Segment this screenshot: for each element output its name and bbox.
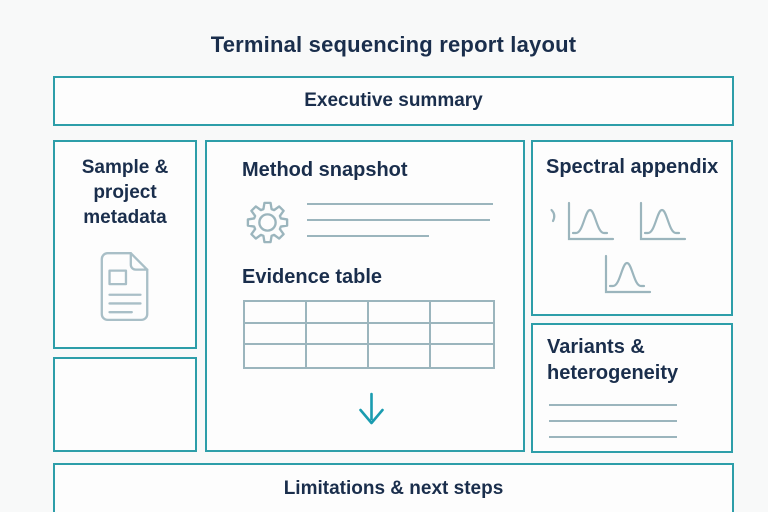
method-evidence-box: Method snapshot Evidence table [205, 140, 525, 452]
table-cell [307, 323, 369, 346]
gear-icon [246, 201, 289, 244]
table-cell [307, 345, 369, 367]
table-cell [369, 323, 431, 346]
method-placeholder-lines [307, 203, 493, 251]
evidence-table-heading: Evidence table [242, 266, 383, 288]
evidence-table-grid [243, 300, 495, 369]
table-cell [369, 345, 431, 367]
placeholder-line [307, 203, 493, 205]
table-cell [431, 345, 493, 367]
limitations-label: Limitations & next steps [283, 478, 504, 499]
executive-summary-label: Executive summary [304, 90, 483, 111]
placeholder-line [549, 436, 677, 438]
page-title: Terminal sequencing report layout [210, 32, 577, 57]
spectral-appendix-box: Spectral appendix [531, 140, 733, 316]
table-cell [369, 302, 431, 324]
spectral-appendix-label: Spectral appendix [546, 156, 719, 178]
sample-metadata-box: Sample & project metadata [53, 140, 197, 349]
placeholder-line [307, 219, 490, 221]
sample-metadata-label: Sample & project metadata [81, 157, 169, 228]
stray-tick-mark [550, 208, 556, 223]
executive-summary-box: Executive summary [53, 76, 734, 126]
empty-placeholder-box [53, 357, 197, 452]
table-cell [245, 323, 307, 346]
table-cell [245, 345, 307, 367]
variants-heterogeneity-box: Variants & heterogeneity [531, 323, 733, 453]
limitations-box: Limitations & next steps [53, 463, 734, 512]
table-cell [245, 302, 307, 324]
variants-heterogeneity-label: Variants & heterogeneity [547, 336, 679, 384]
spectrum-chart-icon [639, 201, 687, 241]
method-snapshot-heading: Method snapshot [242, 159, 408, 181]
variants-placeholder-lines [549, 404, 677, 452]
document-icon [100, 252, 149, 322]
table-cell [431, 302, 493, 324]
placeholder-line [549, 420, 677, 422]
table-cell [307, 302, 369, 324]
spectrum-chart-icon [567, 201, 615, 241]
spectrum-chart-icon [604, 254, 652, 294]
down-arrow-icon [359, 392, 384, 425]
table-cell [431, 324, 493, 346]
placeholder-line [549, 404, 677, 406]
placeholder-line [307, 235, 429, 237]
